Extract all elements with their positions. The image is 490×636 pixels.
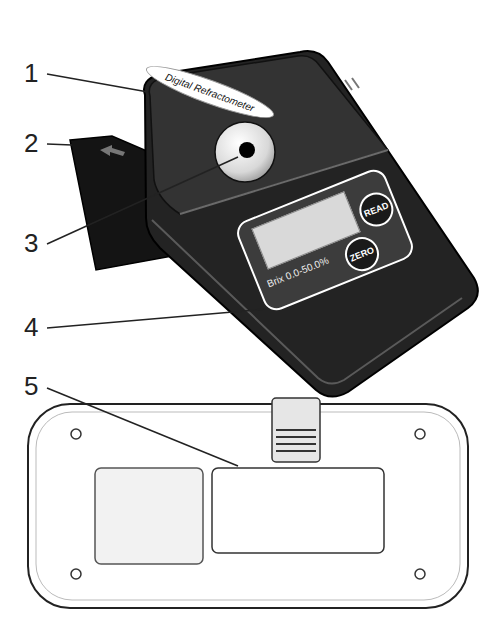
read-button: READ — [354, 187, 398, 231]
battery-cover — [212, 468, 384, 553]
flap-arrow — [100, 145, 125, 156]
screw — [71, 569, 81, 579]
callout-number: 3 — [24, 230, 38, 256]
housing-back — [28, 404, 468, 608]
leader-line — [47, 307, 290, 328]
housing-back-edge — [36, 412, 460, 600]
zero-button: ZERO — [340, 232, 384, 276]
callout-number: 1 — [24, 60, 38, 86]
leader-line — [47, 157, 238, 244]
screw — [415, 569, 425, 579]
callout-number: 5 — [24, 373, 38, 399]
housing — [144, 51, 478, 396]
leader-line — [47, 388, 238, 466]
button-text: ZERO — [349, 245, 376, 264]
hinge-rib — [276, 443, 316, 445]
callout-number: 4 — [24, 314, 38, 340]
screw — [415, 429, 425, 439]
screw — [71, 429, 81, 439]
hinge-rib — [276, 450, 316, 452]
lid-grip — [345, 78, 359, 90]
label-recess — [95, 468, 203, 564]
prism — [239, 142, 255, 158]
leader-line — [47, 74, 148, 92]
button-text: READ — [363, 200, 390, 219]
callout-number: 2 — [24, 130, 38, 156]
leader-line — [47, 144, 72, 145]
sample-well — [215, 122, 275, 182]
hinge — [272, 398, 320, 462]
hinge-rib — [276, 429, 316, 431]
hinge-rib — [276, 436, 316, 438]
